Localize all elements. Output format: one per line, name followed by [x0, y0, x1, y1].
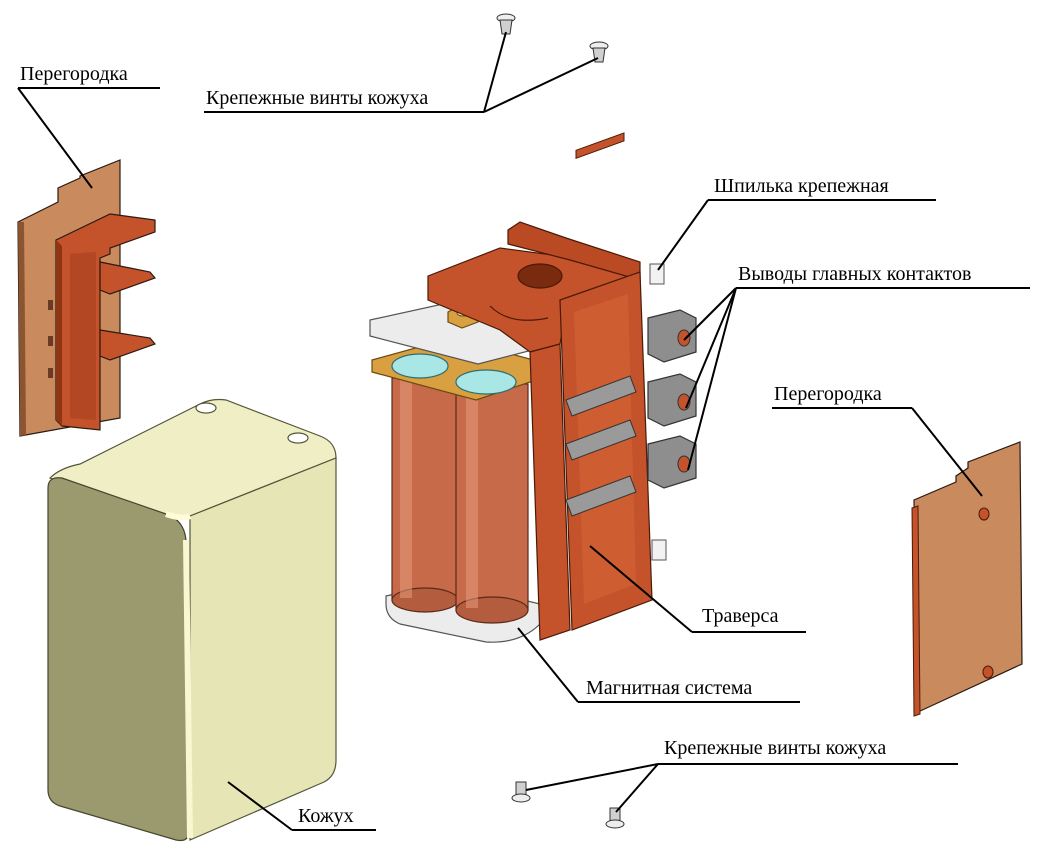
label-partition-left: Перегородка — [20, 63, 128, 85]
screw-top-2 — [589, 41, 609, 63]
label-magnetic-system: Магнитная система — [586, 677, 752, 699]
partition-right — [911, 441, 1023, 717]
label-partition-right: Перегородка — [774, 383, 882, 405]
screw-bottom-2 — [605, 807, 625, 829]
leader-lines — [17, 31, 1030, 831]
contactor-assembly — [369, 132, 697, 643]
partition-left — [17, 159, 157, 437]
labels: Перегородка Крепежные винты кожуха Шпиль… — [20, 63, 971, 827]
housing — [47, 398, 337, 842]
screw-top-1 — [496, 13, 516, 35]
label-mounting-stud: Шпилька крепежная — [714, 175, 889, 197]
label-traverse: Траверса — [702, 605, 779, 627]
screw-bottom-1 — [511, 781, 531, 803]
label-main-contact-terminals: Выводы главных контактов — [738, 263, 971, 285]
label-cover-screws-bottom: Крепежные винты кожуха — [664, 737, 886, 759]
label-cover-screws-top: Крепежные винты кожуха — [206, 87, 428, 109]
label-housing: Кожух — [298, 805, 354, 827]
